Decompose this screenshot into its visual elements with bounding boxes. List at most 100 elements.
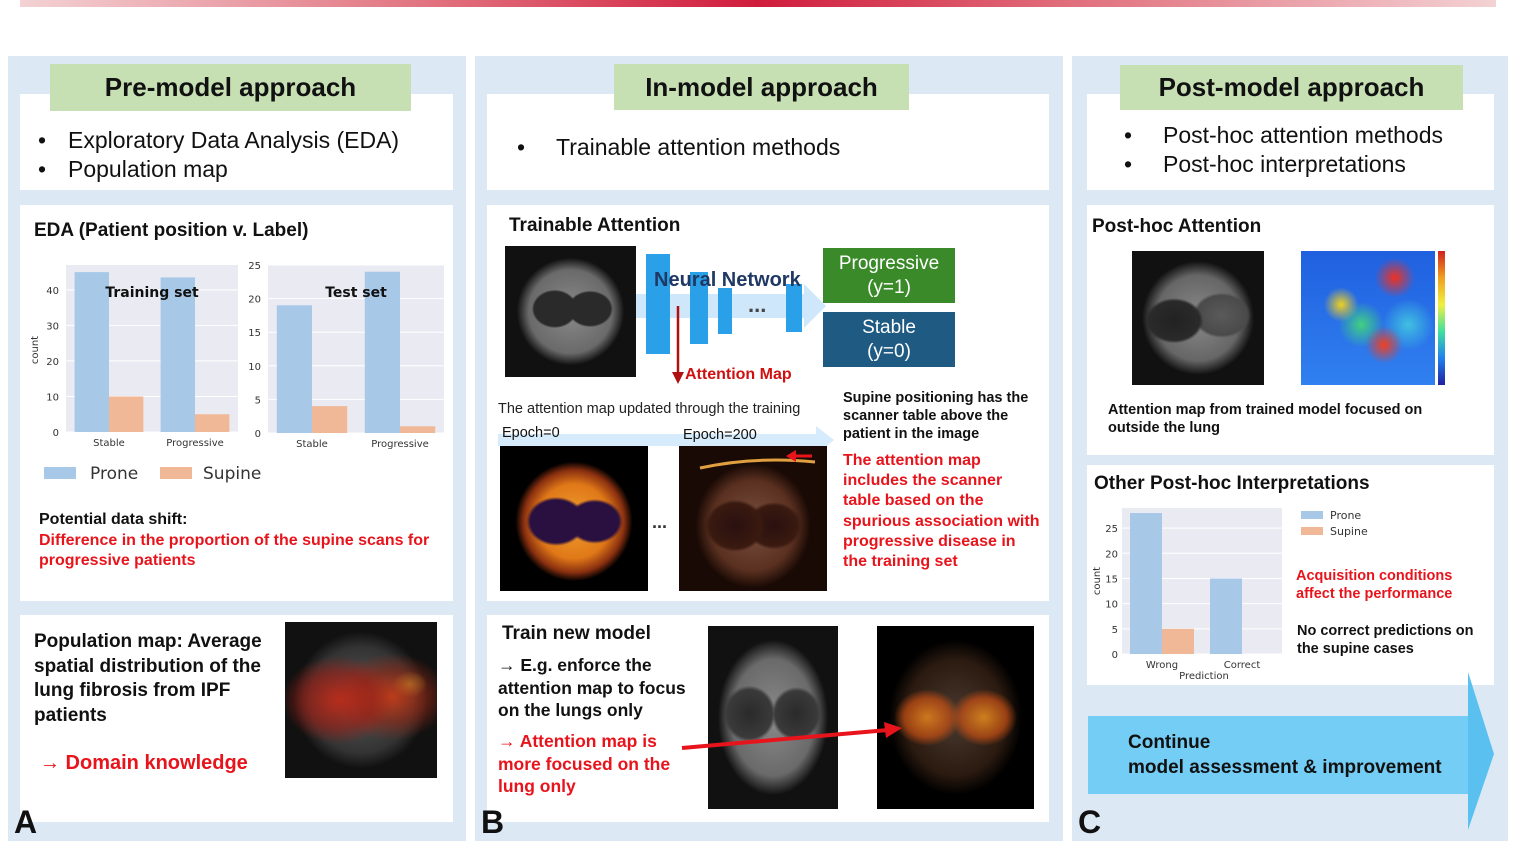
population-map-image [285,622,437,778]
attention-map-arrow [672,306,684,384]
in-model-title: In-model approach [614,64,909,110]
output-stable: Stable (y=0) [823,312,955,367]
posthoc-ct-image [1132,251,1264,385]
neural-network-diagram: ... Neural Network [636,254,826,354]
posthoc-caption: Attention map from trained model focused… [1108,402,1423,436]
y-axis-label: count [1092,567,1103,595]
focus-arrow [681,722,902,750]
bullet-eda-text: Exploratory Data Analysis (EDA) [68,127,400,153]
bullet-population-map-text: Population map [68,156,228,182]
bullet-posthoc-interpretations: •Post-hoc interpretations [1124,151,1406,177]
bar-prone-correct [1210,578,1242,654]
attention-map-epoch-0 [500,446,648,591]
trainable-attention-title: Trainable Attention [509,215,681,236]
y-tick-label: 10 [248,362,261,373]
epoch-200-label: Epoch=200 [683,427,757,443]
continue-text: Continue model assessment & improvement [1128,732,1442,778]
x-tick-label: Correct [1224,660,1261,671]
panel-letter-c: C [1078,804,1102,840]
nn-layer-1 [646,254,670,354]
heatmap-colorbar [1438,251,1445,385]
bar-supine-stable [109,396,144,432]
attention-map-label: Attention Map [685,366,792,383]
bullet-population-map: •Population map [38,156,228,182]
nn-dots: ... [748,292,766,317]
nn-layer-4 [786,284,802,332]
nn-layer-3 [718,288,732,334]
scanner-table-highlight [699,450,816,470]
pred-legend-prone-label: Prone [1330,509,1361,522]
bar-supine-progressive [195,414,230,432]
prediction-legend: Prone Supine [1301,509,1368,538]
bullet-posthoc-attention: •Post-hoc attention methods [1124,122,1443,148]
bar-prone-progressive [364,271,400,433]
output-progressive: Progressive (y=1) [823,248,955,303]
pred-legend-supine-swatch [1301,527,1323,535]
eda-title: EDA (Patient position v. Label) [34,220,309,241]
x-tick-label: Wrong [1146,660,1178,671]
bar-supine-wrong [1162,628,1194,654]
epoch-0-label: Epoch=0 [502,425,560,441]
legend-supine-label: Supine [203,464,261,484]
domain-knowledge: → Domain knowledge [40,752,248,774]
y-tick-label: 10 [46,392,59,403]
y-tick-label: 5 [1112,625,1118,636]
y-tick-label: 10 [1105,600,1118,611]
chart-title: Training set [105,285,199,301]
y-tick-label: 0 [1112,650,1118,661]
posthoc-attention-title: Post-hoc Attention [1092,216,1262,237]
bar-prone-stable [74,272,109,432]
pred-legend-prone-swatch [1301,511,1323,519]
updated-text: The attention map updated through the tr… [498,401,801,417]
nn-layer-2 [690,272,708,344]
epoch-arrow [498,426,834,454]
nn-label: Neural Network [654,269,802,291]
panel-letter-b: B [481,804,505,840]
post-model-bullets-box [1087,94,1494,190]
top-gradient-bar [20,0,1496,7]
train-new-model-title: Train new model [502,623,651,644]
y-tick-label: 5 [255,395,261,406]
y-tick-label: 15 [248,328,261,339]
y-tick-label: 20 [46,357,59,368]
chart-title: Test set [325,285,387,301]
bar-prone-progressive [160,277,195,432]
no-correct-text: No correct predictions on the supine cas… [1297,623,1474,657]
in-model-bullets-box [487,94,1049,190]
epoch-dots: ... [652,512,668,532]
attention-new-model-image [877,626,1034,809]
continue-arrow [1088,672,1494,830]
x-tick-label: Stable [93,438,125,449]
shift-text: Difference in the proportion of the supi… [39,532,430,569]
post-model-title: Post-model approach [1120,65,1463,110]
attention-red-note: The attention map includes the scanner t… [843,452,1040,571]
panel-letter-a: A [14,804,38,840]
other-interpretations-title: Other Post-hoc Interpretations [1094,473,1370,494]
eda-legend: Prone Supine [44,464,261,484]
legend-prone-label: Prone [90,464,138,484]
y-tick-label: 40 [46,286,59,297]
y-tick-label: 25 [1105,524,1118,535]
supine-note: Supine positioning has the scanner table… [843,390,1029,442]
bullet-eda: •Exploratory Data Analysis (EDA) [38,127,400,153]
y-tick-label: 30 [46,321,59,332]
y-tick-label: 0 [53,428,59,439]
legend-supine-swatch [160,467,192,479]
y-tick-label: 0 [255,429,261,440]
y-tick-label: 20 [1105,549,1118,560]
bar-supine-stable [312,406,348,433]
bullet-trainable-attention-text: Trainable attention methods [556,134,841,160]
y-tick-label: 15 [1105,574,1118,585]
legend-prone-swatch [44,467,76,479]
posthoc-heatmap-image [1301,251,1435,385]
y-tick-label: 20 [248,295,261,306]
x-tick-label: Progressive [371,439,429,450]
y-axis-label: count [30,336,41,364]
x-axis-label: Prediction [1179,671,1229,682]
bar-prone-stable [276,305,312,433]
x-tick-label: Progressive [166,438,224,449]
